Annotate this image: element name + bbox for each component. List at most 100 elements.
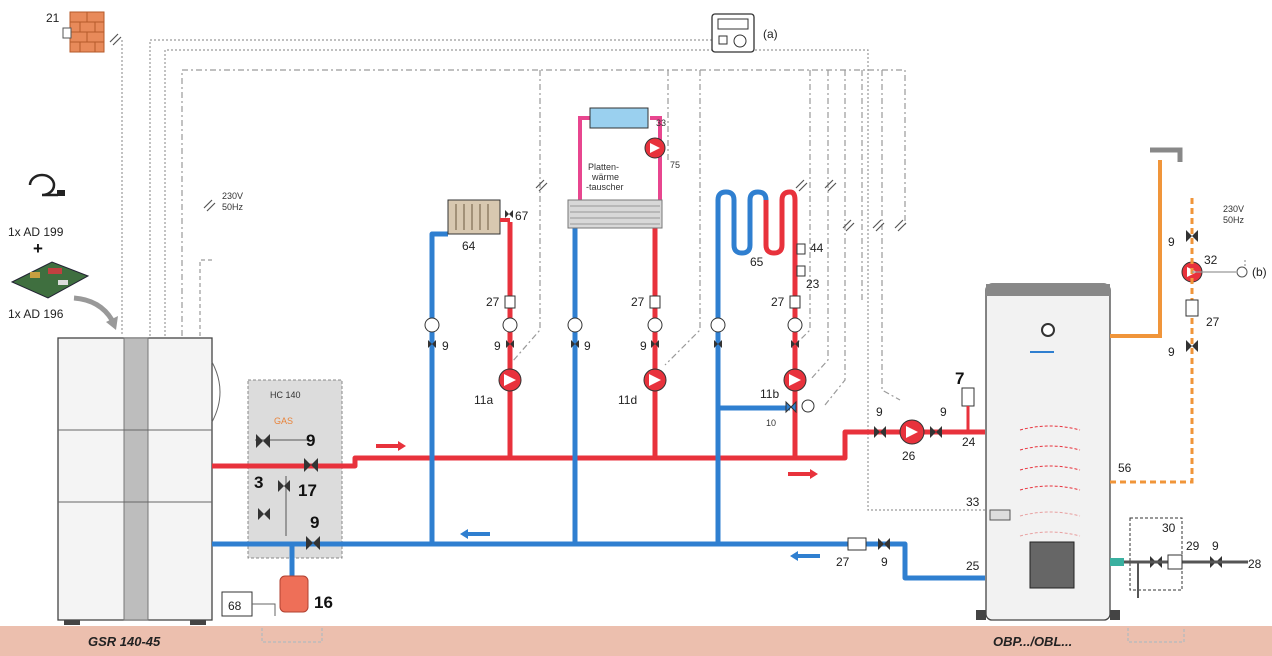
check-valves <box>504 295 801 309</box>
item-33-label: 33 <box>966 495 980 509</box>
solar-collector <box>589 107 649 129</box>
item-27b-label: 27 <box>631 295 645 309</box>
item-9i-label: 9 <box>1168 345 1175 359</box>
item-9j-label: 9 <box>1212 539 1219 553</box>
pump-75[interactable] <box>644 137 666 159</box>
item-30-label: 30 <box>1162 521 1176 535</box>
underfloor-coil-cold <box>715 189 769 256</box>
item-11d-label: 11d <box>618 393 637 407</box>
outdoor-sensor <box>62 11 105 53</box>
item-9g-label: 9 <box>881 555 888 569</box>
item-9e-label: 9 <box>876 405 883 419</box>
item-65-label: 65 <box>750 255 764 269</box>
item-9b-label: 9 <box>494 339 501 353</box>
tank-name-label: OBP.../OBL... <box>993 634 1072 649</box>
return-arrows <box>460 529 820 561</box>
mixing-valve-10[interactable] <box>785 399 815 414</box>
mains-left-voltage: 230V <box>222 191 243 201</box>
check-valve-29 <box>1167 554 1183 570</box>
item-21-label: 21 <box>46 11 60 25</box>
check-valve-27d <box>847 537 867 551</box>
cable-break-marks <box>109 33 907 232</box>
install-arrow <box>73 295 115 322</box>
item-75-label: 75 <box>670 160 680 170</box>
item-44-label: 44 <box>810 241 824 255</box>
item-9l-label: 9 <box>310 513 319 532</box>
item-64-label: 64 <box>462 239 476 253</box>
hex-label-2: wärme <box>591 172 619 182</box>
item-33-solar-label: 33 <box>656 118 666 128</box>
air-vent-7 <box>961 387 975 407</box>
controller-note: (a) <box>763 27 778 41</box>
pump32-note: (b) <box>1252 265 1267 279</box>
item-11a-label: 11a <box>474 393 493 407</box>
dhw-hot-outlet <box>1110 160 1162 338</box>
hc140-module <box>247 379 343 559</box>
cold-inlet-fitting <box>1110 558 1124 566</box>
item-25-label: 25 <box>966 559 980 573</box>
pump-26[interactable] <box>899 419 925 445</box>
item-27a-label: 27 <box>486 295 500 309</box>
drain-right <box>1127 628 1185 643</box>
sensor-44 <box>796 243 806 255</box>
item-16-label: 16 <box>314 593 333 612</box>
isolation-valves <box>256 210 1222 568</box>
pump-11a[interactable] <box>498 368 522 392</box>
item-27c-label: 27 <box>771 295 785 309</box>
mains-left-frequency: 50Hz <box>222 202 244 212</box>
flow-arrows <box>376 441 818 479</box>
tap <box>1150 147 1183 162</box>
hex-label-3: -tauscher <box>586 182 624 192</box>
install-arrow-head <box>106 316 118 330</box>
item-9a-label: 9 <box>442 339 449 353</box>
item-9h-label: 9 <box>1168 235 1175 249</box>
pump-11d[interactable] <box>643 368 667 392</box>
sensor-23 <box>796 265 806 277</box>
floor <box>0 626 1272 656</box>
dhw-tank <box>976 283 1120 621</box>
mains-right-voltage: 230V <box>1223 204 1244 214</box>
hex-label-1: Platten- <box>588 162 619 172</box>
item-17-label: 17 <box>298 481 317 500</box>
thermometers <box>424 317 803 333</box>
plate-heat-exchanger <box>567 199 663 229</box>
return-pipes <box>212 200 985 581</box>
ad199-cable-icon <box>28 173 65 197</box>
room-controller[interactable] <box>711 13 755 53</box>
drain-left <box>261 628 323 643</box>
socket-b <box>1236 266 1248 278</box>
ad196-label: 1x AD 196 <box>8 307 64 321</box>
mains-right-frequency: 50Hz <box>1223 215 1245 225</box>
item-9c-label: 9 <box>584 339 591 353</box>
item-7-label: 7 <box>955 369 964 388</box>
item-9k-label: 9 <box>306 431 315 450</box>
item-68-label: 68 <box>228 599 242 613</box>
boiler-gsr-140-45 <box>57 337 221 625</box>
safety-valve-3 <box>258 508 270 520</box>
ad199-label: 1x AD 199 <box>8 225 64 239</box>
condensate-neutraliser <box>221 591 276 617</box>
item-26-label: 26 <box>902 449 916 463</box>
item-27d-label: 27 <box>836 555 850 569</box>
item-10-label: 10 <box>766 418 776 428</box>
solar-loop <box>578 116 662 222</box>
item-32-label: 32 <box>1204 253 1218 267</box>
boiler-name-label: GSR 140-45 <box>88 634 161 649</box>
dhw-circulation <box>1110 195 1194 484</box>
gas-label: GAS <box>274 416 293 426</box>
safety-valve-17 <box>278 480 290 492</box>
item-67-label: 67 <box>515 209 529 223</box>
item-9d-label: 9 <box>640 339 647 353</box>
item-27e-label: 27 <box>1206 315 1220 329</box>
item-24-label: 24 <box>962 435 976 449</box>
safety-group-30 <box>1129 517 1183 591</box>
ad196-board-icon <box>10 261 90 299</box>
hc140-label: HC 140 <box>270 390 301 400</box>
item-29-label: 29 <box>1186 539 1200 553</box>
pump-11b[interactable] <box>783 368 807 392</box>
radiator <box>447 199 501 235</box>
expansion-vessel <box>279 575 309 613</box>
plus-sign: + <box>33 239 43 258</box>
